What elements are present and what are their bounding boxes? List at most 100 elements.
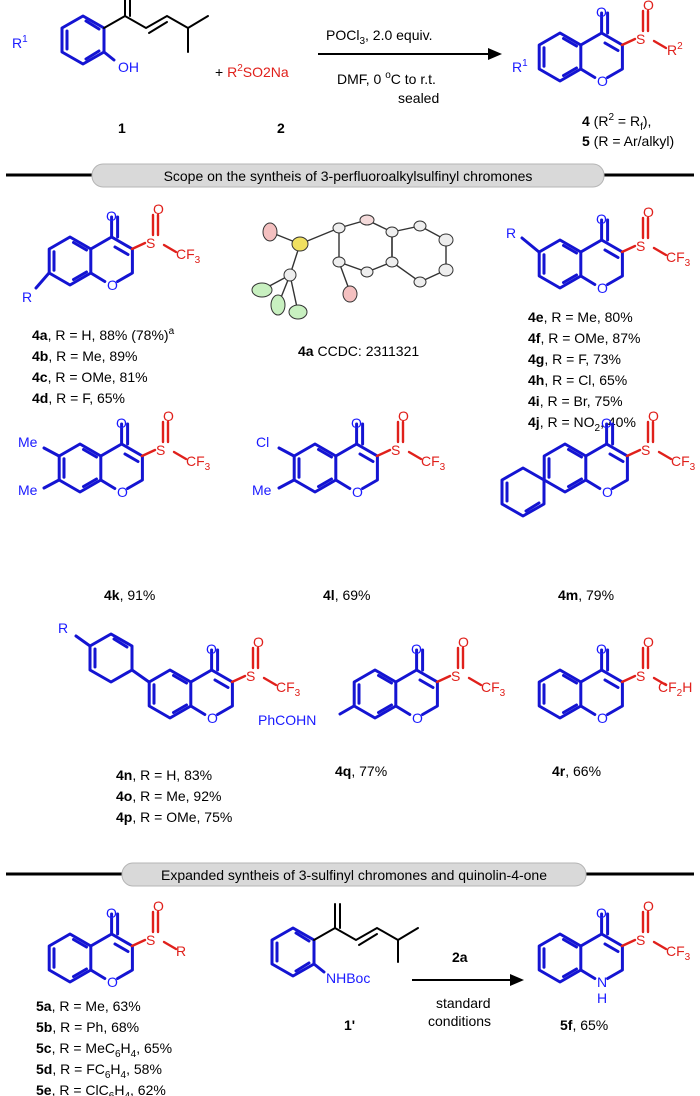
compound-entry-4a: 4a, R = H, 88% (78%)a bbox=[32, 326, 175, 343]
svg-text:R1: R1 bbox=[512, 58, 528, 75]
section-banner-1: Scope on the syntheis of 3-perfluoroalky… bbox=[6, 163, 694, 188]
section-banner-2: Expanded syntheis of 3-sulfinyl chromone… bbox=[6, 862, 694, 887]
svg-text:S: S bbox=[246, 668, 255, 684]
compound-entry-4e: 4e, R = Me, 80% bbox=[528, 309, 633, 325]
compound-label-1: 1 bbox=[118, 120, 126, 136]
svg-text:O: O bbox=[352, 484, 363, 500]
svg-text:O: O bbox=[207, 710, 218, 726]
svg-text:O: O bbox=[107, 277, 118, 293]
compound-label-2: 2 bbox=[277, 120, 285, 136]
svg-text:O: O bbox=[597, 73, 608, 89]
svg-text:O: O bbox=[648, 408, 659, 424]
svg-text:O: O bbox=[412, 710, 423, 726]
svg-text:O: O bbox=[116, 415, 127, 431]
svg-text:S: S bbox=[451, 668, 460, 684]
legend-4e-4j: 4e, R = Me, 80%4f, R = OMe, 87%4g, R = F… bbox=[528, 309, 640, 434]
svg-text:S: S bbox=[641, 442, 650, 458]
product-structure: O O S O R2 R1 bbox=[512, 0, 683, 89]
svg-text:O: O bbox=[163, 408, 174, 424]
svg-text:O: O bbox=[596, 4, 607, 20]
product-label-5: 5 (R = Ar/alkyl) bbox=[582, 133, 674, 149]
condition-reagent: POCl3, 2.0 equiv. bbox=[326, 27, 432, 47]
condition-conditions: conditions bbox=[428, 1013, 491, 1029]
svg-text:O: O bbox=[643, 898, 654, 914]
svg-text:S: S bbox=[156, 442, 165, 458]
legend-4n-4p: 4n, R = H, 83%4o, R = Me, 92%4p, R = OMe… bbox=[116, 767, 232, 825]
svg-text:Me: Me bbox=[18, 434, 38, 450]
compound-entry-4o: 4o, R = Me, 92% bbox=[116, 788, 221, 804]
compound-entry-4j: 4j, R = NO2, 40% bbox=[528, 414, 636, 434]
svg-text:Expanded syntheis of 3-sulfiny: Expanded syntheis of 3-sulfinyl chromone… bbox=[161, 867, 547, 883]
crystal-structure-4a bbox=[251, 214, 454, 320]
structure-5a-5e: O O S O R bbox=[47, 898, 186, 990]
svg-text:O: O bbox=[107, 974, 118, 990]
reaction-arrow bbox=[318, 48, 502, 60]
svg-text:O: O bbox=[106, 905, 117, 921]
svg-text:O: O bbox=[597, 280, 608, 296]
svg-text:S: S bbox=[636, 668, 645, 684]
svg-text:O: O bbox=[601, 415, 612, 431]
svg-text:Me: Me bbox=[18, 482, 38, 498]
svg-text:N: N bbox=[597, 974, 607, 990]
compound-entry-5c: 5c, R = MeC6H4, 65% bbox=[36, 1040, 172, 1060]
reactant-1-structure: OH R1 1 bbox=[12, 0, 209, 136]
compound-entry-5d: 5d, R = FC6H4, 58% bbox=[36, 1061, 162, 1081]
svg-text:O: O bbox=[643, 0, 654, 13]
svg-text:H: H bbox=[597, 990, 607, 1006]
structure-4q: O O S O CF3 PhCOHN bbox=[258, 634, 506, 728]
svg-text:NHBoc: NHBoc bbox=[326, 970, 370, 986]
compound-entry-5e: 5e, R = ClC6H4, 62% bbox=[36, 1082, 166, 1096]
svg-text:O: O bbox=[596, 211, 607, 227]
compound-entry-5b: 5b, R = Ph, 68% bbox=[36, 1019, 139, 1035]
svg-text:R: R bbox=[58, 620, 68, 636]
svg-text:CF3: CF3 bbox=[421, 453, 446, 473]
svg-text:Cl: Cl bbox=[256, 434, 269, 450]
svg-text:O: O bbox=[106, 208, 117, 224]
svg-text:Me: Me bbox=[252, 482, 272, 498]
svg-text:O: O bbox=[153, 898, 164, 914]
compound-entry-4l: 4l, 69% bbox=[323, 587, 371, 603]
svg-text:O: O bbox=[597, 710, 608, 726]
compound-entry-4b: 4b, R = Me, 89% bbox=[32, 348, 137, 364]
compound-entry-5a: 5a, R = Me, 63% bbox=[36, 998, 141, 1014]
svg-text:CF3: CF3 bbox=[666, 943, 691, 963]
compound-entry-4f: 4f, R = OMe, 87% bbox=[528, 330, 640, 346]
condition-solvent: DMF, 0 oC to r.t. bbox=[337, 70, 436, 87]
svg-text:O: O bbox=[643, 204, 654, 220]
svg-text:R: R bbox=[22, 289, 32, 305]
legend-4a-4d: 4a, R = H, 88% (78%)a4b, R = Me, 89%4c, … bbox=[32, 326, 175, 406]
compound-entry-4n: 4n, R = H, 83% bbox=[116, 767, 212, 783]
legend-5f: 5f, 65% bbox=[560, 1017, 608, 1033]
r1-group: R1 bbox=[12, 34, 28, 51]
legend-4q: 4q, 77% bbox=[335, 763, 387, 779]
structure-4l: O O S O CF3 Cl Me bbox=[252, 408, 446, 500]
product-label-4: 4 (R2 = Rf), bbox=[582, 112, 651, 133]
svg-text:R2: R2 bbox=[667, 41, 683, 58]
structure-4e-4j: O O S O CF3 R bbox=[506, 204, 691, 296]
svg-text:CF2H: CF2H bbox=[658, 679, 692, 699]
structure-4k: O O S O CF3 Me Me bbox=[18, 408, 211, 500]
crystal-caption: 4a CCDC: 2311321 bbox=[298, 343, 419, 359]
structure-4a-4d: O O S O CF3 R bbox=[22, 201, 201, 305]
compound-entry-4m: 4m, 79% bbox=[558, 587, 614, 603]
svg-text:O: O bbox=[253, 634, 264, 650]
svg-text:CF3: CF3 bbox=[666, 249, 691, 269]
svg-text:S: S bbox=[636, 238, 645, 254]
svg-text:O: O bbox=[602, 484, 613, 500]
oh-group: OH bbox=[118, 59, 139, 75]
compound-entry-4d: 4d, R = F, 65% bbox=[32, 390, 125, 406]
svg-text:Scope on the syntheis of 3-per: Scope on the syntheis of 3-perfluoroalky… bbox=[164, 168, 533, 184]
svg-text:CF3: CF3 bbox=[176, 246, 201, 266]
svg-text:O: O bbox=[153, 201, 164, 217]
svg-text:O: O bbox=[411, 641, 422, 657]
svg-text:O: O bbox=[351, 415, 362, 431]
svg-text:PhCOHN: PhCOHN bbox=[258, 712, 316, 728]
svg-text:R: R bbox=[506, 225, 516, 241]
svg-text:S: S bbox=[391, 442, 400, 458]
structure-5f: O N H S O CF3 bbox=[537, 898, 691, 1006]
quinolinone-arrow bbox=[412, 974, 524, 986]
structure-4m: O O S O CF3 bbox=[500, 408, 696, 518]
svg-text:CF3: CF3 bbox=[186, 453, 211, 473]
reactant-2-formula: + R2SO2Na bbox=[215, 63, 289, 80]
